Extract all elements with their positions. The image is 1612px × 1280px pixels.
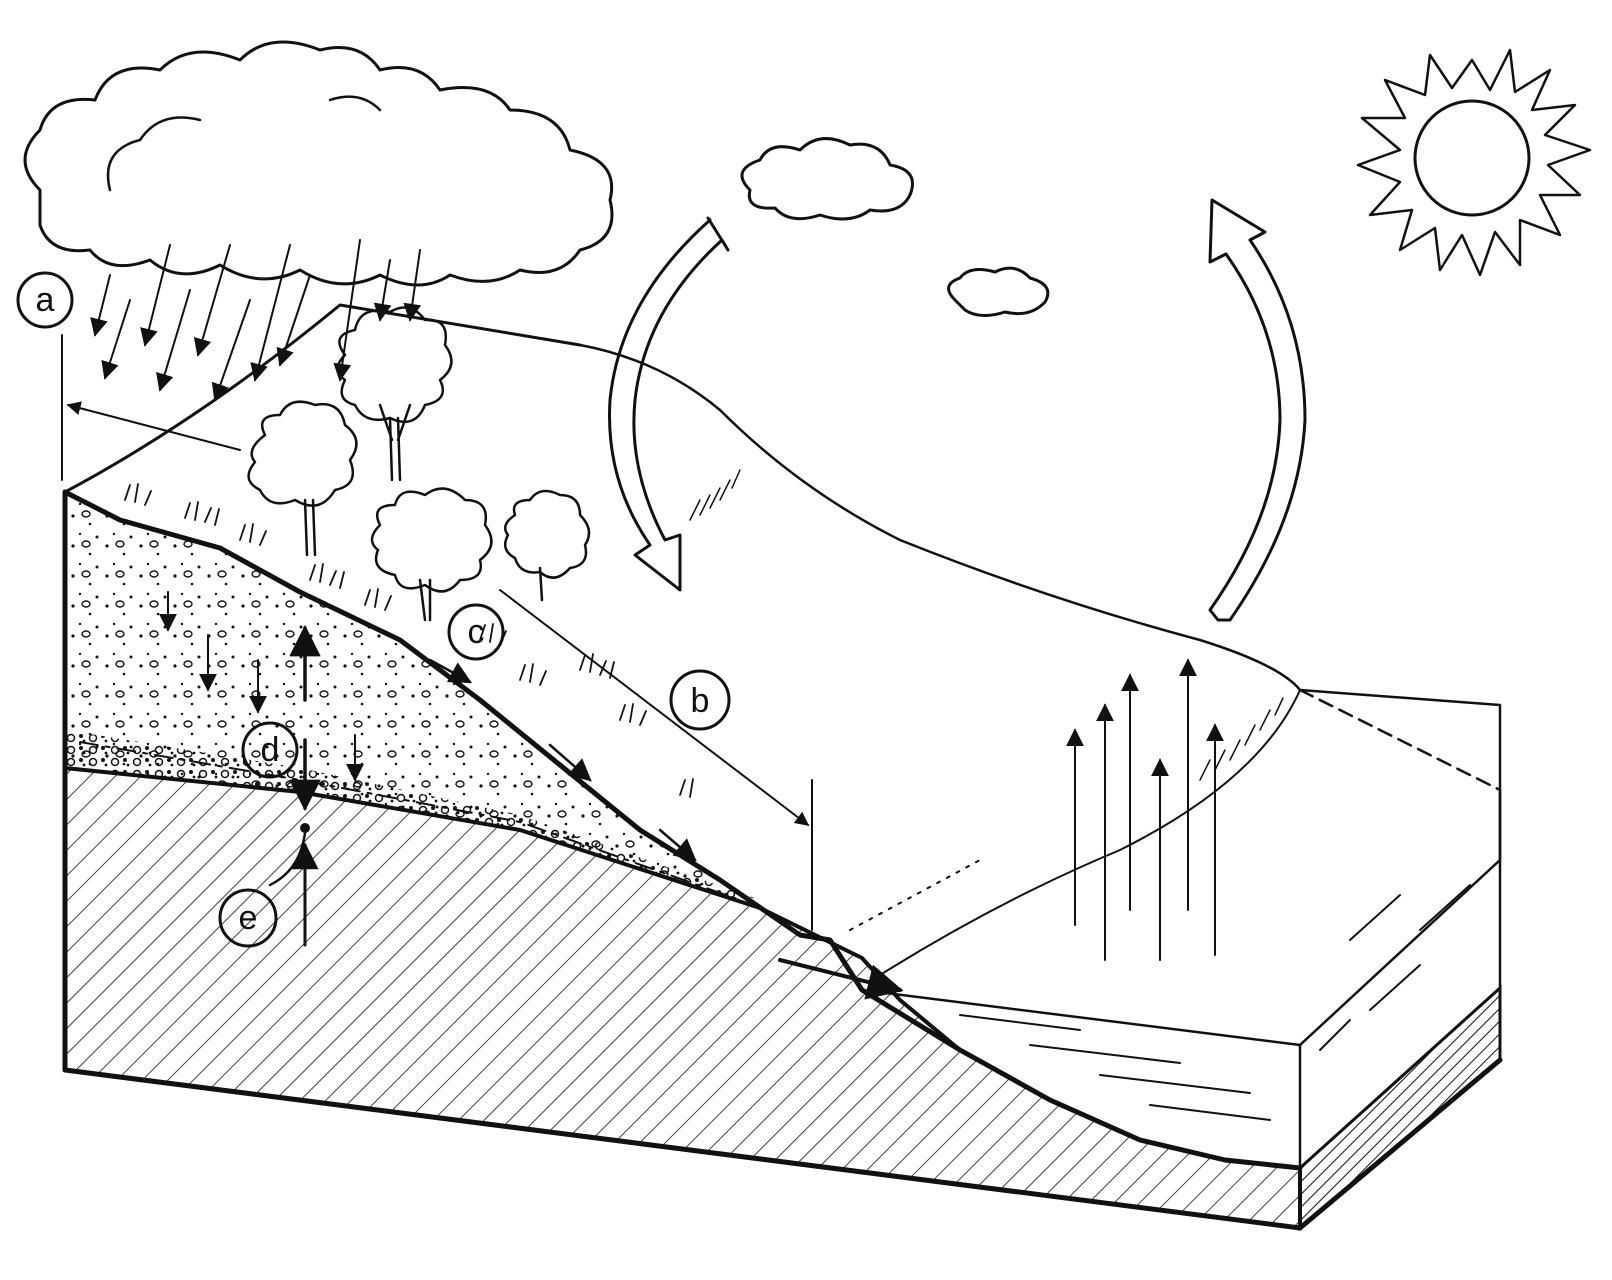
bedrock-side-strip xyxy=(1300,988,1500,1228)
label-b: b xyxy=(671,671,729,729)
tiny-cloud-icon xyxy=(949,268,1048,315)
svg-text:e: e xyxy=(239,899,258,937)
precipitation-arrow xyxy=(610,218,729,590)
small-cloud-icon xyxy=(742,139,913,219)
evaporation-arrows xyxy=(1075,660,1215,960)
rain-cloud-icon xyxy=(25,42,612,285)
svg-text:c: c xyxy=(468,613,485,651)
svg-text:b: b xyxy=(691,682,710,720)
svg-text:d: d xyxy=(261,731,280,769)
rain-arrows xyxy=(95,240,420,400)
tree-icon xyxy=(505,491,589,600)
bedrock-layer xyxy=(65,768,1300,1228)
sun-icon xyxy=(1358,50,1590,275)
hill-shading xyxy=(690,470,1283,780)
evaporation-arrow xyxy=(1210,200,1305,620)
hillside-surface xyxy=(65,305,580,492)
svg-text:a: a xyxy=(36,281,55,319)
label-a: a xyxy=(18,273,72,327)
lake-surface xyxy=(862,860,1500,1045)
label-c: c xyxy=(449,605,503,659)
